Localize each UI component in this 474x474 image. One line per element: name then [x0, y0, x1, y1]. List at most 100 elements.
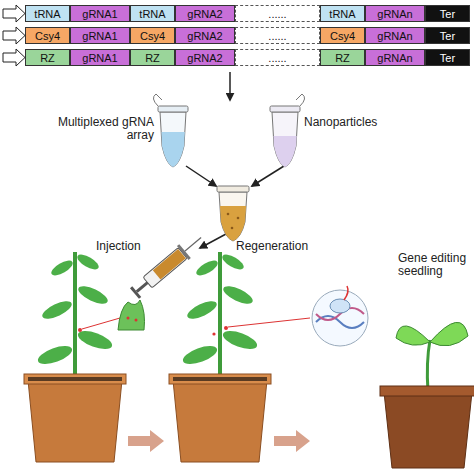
plant-regenerating — [173, 377, 267, 381]
box-label: gRNA2 — [187, 30, 222, 42]
tube-nanoparticles — [272, 112, 298, 167]
grna-box: gRNA1 — [70, 5, 130, 22]
tube-mixed — [217, 186, 249, 192]
grna-box: gRNAn — [365, 5, 425, 22]
plant-injected — [28, 377, 122, 381]
box-label: gRNA1 — [82, 52, 117, 64]
box-label: ...... — [268, 30, 286, 42]
processing-box: RZ — [25, 49, 70, 66]
plant-injected — [28, 380, 122, 462]
plant-regenerating — [169, 252, 368, 462]
plant-regenerating — [212, 332, 215, 335]
box-label: tRNA — [139, 8, 165, 20]
step-label: Gene editing seedling — [398, 252, 474, 278]
box-label: ...... — [268, 52, 286, 64]
tube-nanoparticles — [270, 94, 305, 167]
stage-arrow — [128, 430, 310, 452]
syringe — [137, 283, 148, 292]
seedling — [396, 326, 430, 345]
tube-nanoparticles — [296, 94, 305, 106]
terminator-box: Ter — [425, 5, 470, 22]
box-label: gRNA1 — [82, 30, 117, 42]
plant-injected — [127, 317, 130, 320]
step-label: Injection — [96, 240, 166, 253]
plant-injected — [78, 328, 82, 332]
syringe — [143, 248, 187, 288]
syringe — [177, 244, 191, 260]
tube-gRNA — [153, 94, 188, 167]
plant-injected — [76, 283, 110, 307]
plant-injected — [24, 374, 126, 384]
box-label: gRNAn — [377, 52, 412, 64]
box-label: gRNA1 — [82, 8, 117, 20]
seedling — [380, 386, 474, 396]
seedling — [427, 340, 430, 392]
flow-arrow — [229, 72, 231, 100]
plant-injected — [73, 252, 77, 385]
box-label: Csy4 — [140, 30, 165, 42]
terminator-box: Ter — [425, 27, 470, 44]
plant-regenerating — [221, 327, 260, 352]
tube-nanoparticles — [274, 136, 297, 167]
processing-box: tRNA — [130, 5, 175, 22]
plant-regenerating — [330, 299, 350, 313]
plant-regenerating — [169, 374, 271, 384]
plant-injected — [24, 252, 145, 462]
tube-mixed — [227, 213, 230, 216]
box-label: gRNAn — [377, 8, 412, 20]
tube-mixed — [217, 186, 249, 241]
promoter-arrow — [3, 49, 25, 66]
plant-regenerating — [344, 286, 348, 300]
tube-mixed — [219, 192, 247, 241]
box-label: Csy4 — [35, 30, 60, 42]
grna-box: gRNA1 — [70, 27, 130, 44]
grna-box: gRNA1 — [70, 49, 130, 66]
processing-box: RZ — [130, 49, 175, 66]
plant-injected — [75, 252, 101, 273]
processing-box: Csy4 — [130, 27, 175, 44]
plant-regenerating — [316, 316, 364, 328]
box-label: tRNA — [329, 8, 355, 20]
repeat-gap: ...... — [235, 49, 320, 66]
box-label: RZ — [40, 52, 55, 64]
plant-regenerating — [221, 283, 255, 307]
promoter-arrow — [3, 27, 25, 44]
processing-box: tRNA — [320, 5, 365, 22]
promoter-arrow — [3, 5, 25, 22]
seedling — [380, 322, 474, 468]
tube-mixed — [231, 227, 234, 230]
step-label: Multiplexed gRNA array — [30, 116, 154, 142]
grna-box: gRNA2 — [175, 49, 235, 66]
tube-mixed — [220, 206, 246, 241]
syringe — [185, 238, 201, 251]
promoter-arrow — [3, 5, 25, 66]
plant-regenerating — [220, 252, 246, 273]
step-label: Regeneration — [236, 240, 326, 253]
plant-injected — [49, 258, 75, 279]
grna-box: gRNAn — [365, 49, 425, 66]
grna-box: gRNAn — [365, 27, 425, 44]
plant-injected — [36, 342, 75, 367]
flow-arrow — [186, 166, 216, 186]
box-label: gRNAn — [377, 30, 412, 42]
plant-injected — [82, 318, 120, 329]
box-label: Ter — [440, 30, 455, 42]
flow-arrow — [200, 234, 226, 248]
terminator-box: Ter — [425, 49, 470, 66]
tube-gRNA — [153, 94, 162, 106]
box-label: gRNA2 — [187, 52, 222, 64]
box-label: ...... — [268, 8, 286, 20]
flow-arrow — [252, 166, 284, 186]
tube-gRNA — [160, 112, 186, 167]
tube-nanoparticles — [270, 106, 300, 112]
repeat-gap: ...... — [235, 5, 320, 22]
plant-injected — [76, 327, 115, 352]
tube-gRNA — [162, 132, 185, 167]
box-label: tRNA — [34, 8, 60, 20]
box-label: gRNA2 — [187, 8, 222, 20]
syringe — [153, 249, 186, 279]
processing-box: Csy4 — [25, 27, 70, 44]
step-label: Nanoparticles — [304, 116, 404, 129]
box-label: Csy4 — [330, 30, 355, 42]
processing-box: tRNA — [25, 5, 70, 22]
